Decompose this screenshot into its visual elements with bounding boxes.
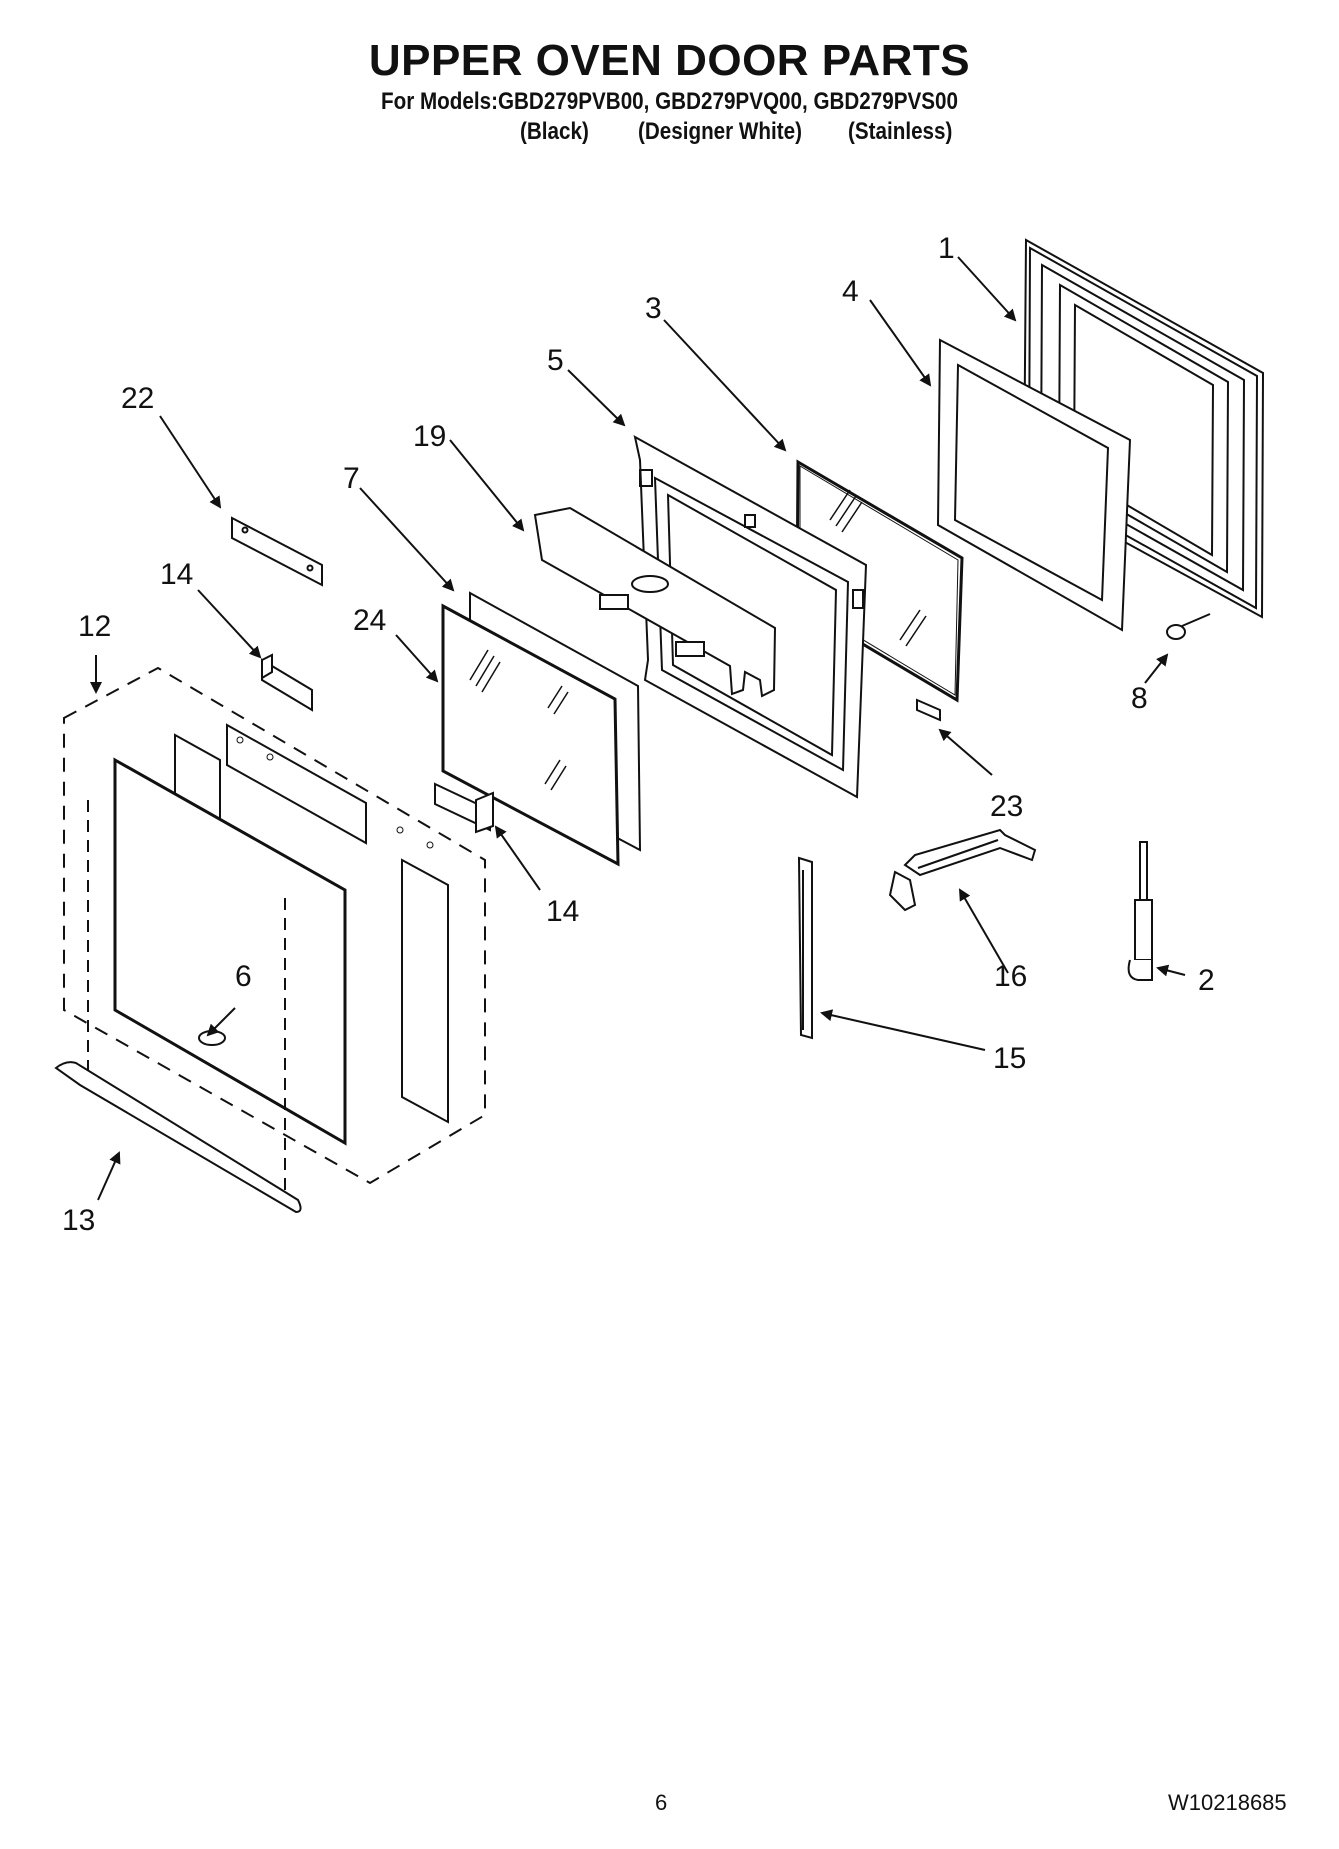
part-3-glass-panel xyxy=(795,459,964,703)
variant-designer-white: (Designer White) xyxy=(638,118,802,145)
part-23-clip xyxy=(916,698,941,722)
part-14-lower-bracket xyxy=(434,782,494,834)
part-14-upper-bracket xyxy=(261,653,313,712)
callout-19: 19 xyxy=(413,420,446,453)
callout-15: 15 xyxy=(993,1042,1026,1075)
part-4-door-frame xyxy=(936,338,1132,632)
page-title: UPPER OVEN DOOR PARTS xyxy=(368,36,971,85)
part-15-strip xyxy=(797,856,813,1040)
page-number: 6 xyxy=(655,1790,668,1815)
document-number: W10218685 xyxy=(1168,1790,1287,1815)
part-16-bracket xyxy=(888,828,1037,912)
callout-24: 24 xyxy=(353,604,386,637)
callout-4: 4 xyxy=(842,275,859,308)
callout-8: 8 xyxy=(1131,682,1148,715)
part-8-screw xyxy=(1166,613,1211,640)
part-24-glass-panel xyxy=(441,603,620,867)
callout-13: 13 xyxy=(62,1204,95,1237)
part-19-shield xyxy=(533,506,777,698)
callout-2: 2 xyxy=(1198,964,1215,997)
part-12-door-assembly xyxy=(63,666,486,1190)
models-line: For Models:GBD279PVB00, GBD279PVQ00, GBD… xyxy=(380,88,959,115)
leader-lines xyxy=(90,256,1186,1201)
callout-labels: 1 2 3 4 5 6 7 8 12 13 14 14 15 16 19 22 … xyxy=(62,232,1215,1237)
callout-1: 1 xyxy=(938,232,955,265)
part-13-trim xyxy=(54,1061,302,1214)
callout-12: 12 xyxy=(78,610,111,643)
callout-7: 7 xyxy=(343,462,360,495)
callout-22: 22 xyxy=(121,382,154,415)
callout-14-lower: 14 xyxy=(546,895,579,928)
callout-6: 6 xyxy=(235,960,252,993)
part-22-bracket xyxy=(231,516,323,587)
callout-14-upper: 14 xyxy=(160,558,193,591)
part-2-hinge xyxy=(1127,841,1153,981)
callout-3: 3 xyxy=(645,292,662,325)
variant-black: (Black) xyxy=(520,118,589,145)
callout-5: 5 xyxy=(547,344,564,377)
variant-stainless: (Stainless) xyxy=(848,118,953,145)
callout-23: 23 xyxy=(990,790,1023,823)
callout-16: 16 xyxy=(994,960,1027,993)
